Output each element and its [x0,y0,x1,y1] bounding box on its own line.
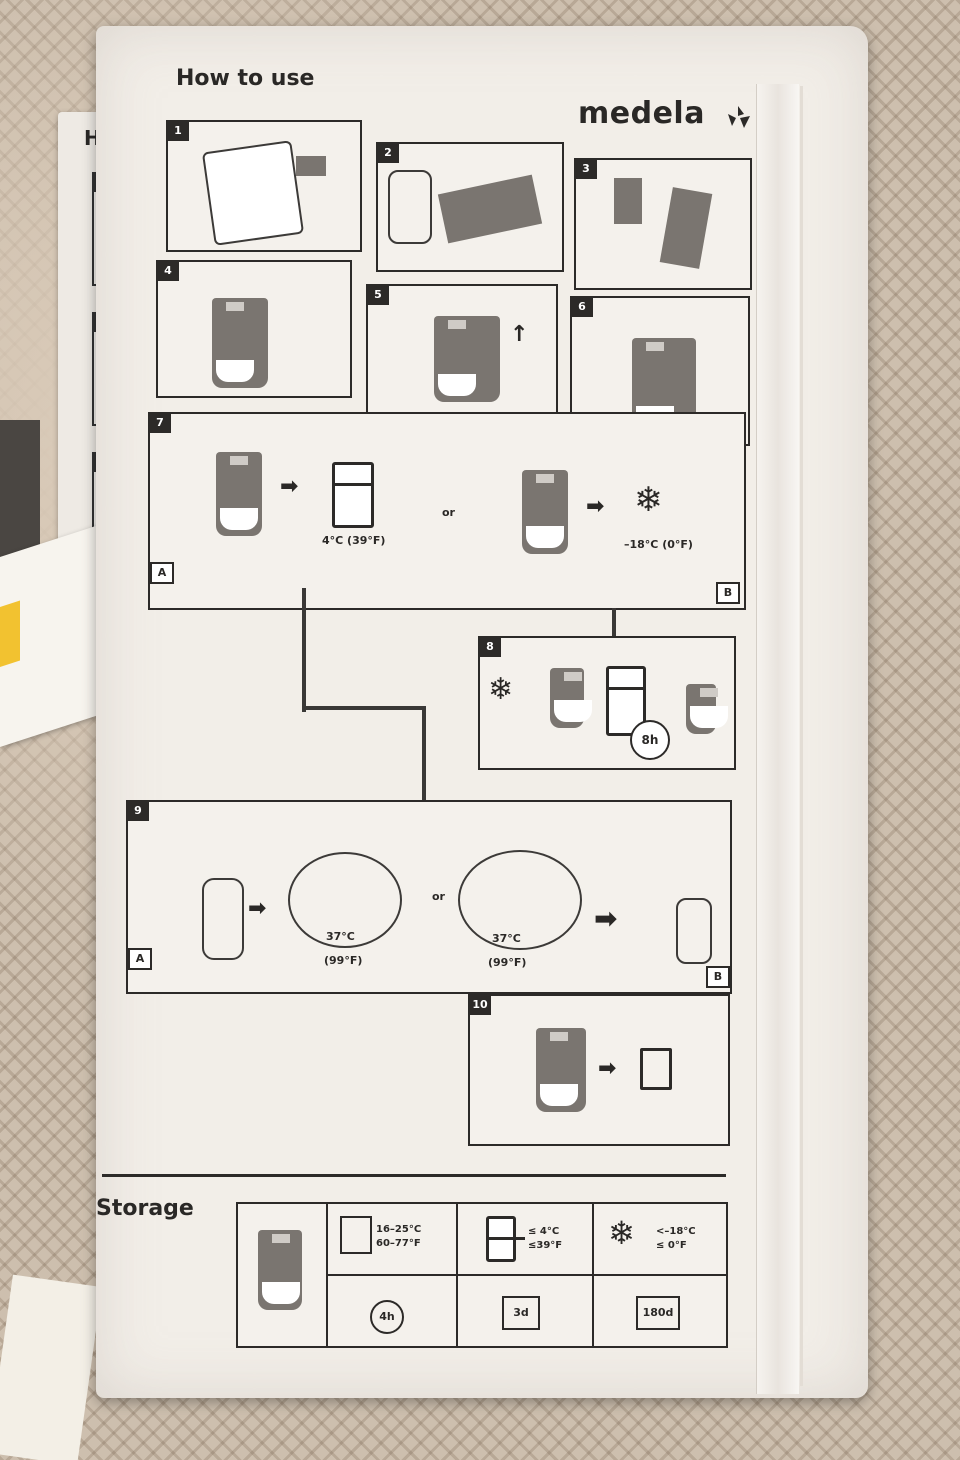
zip-seal [756,84,799,1394]
up-arrow-icon: ↑ [510,322,529,347]
step-number: 6 [571,297,593,317]
bottle-icon [202,878,244,960]
step-3-panel: 3 [574,158,752,290]
option-a-badge: A [150,562,174,584]
step-8-panel: 8 ❄ 8h [478,636,736,770]
brand-logo-text: medela [578,96,705,131]
bag-icon [536,1028,586,1112]
step-number: 4 [157,261,179,281]
or-label: or [442,506,455,519]
bag-icon [522,470,568,554]
fridge-temp-c: ≤ 4°C [528,1226,560,1237]
step-number: 10 [469,995,491,1015]
arrow-icon: ➡ [598,1056,617,1081]
freezer-temperature: –18°C (0°F) [624,538,693,551]
room-temp-c: 16–25°C [376,1224,422,1235]
option-a-badge: A [128,948,152,970]
freezer-temp-c: <–18°C [656,1226,696,1237]
arrow-icon: ➡ [586,494,605,519]
warm-temperature-c: 37°C [326,930,355,943]
step-2-panel: 2 [376,142,564,272]
open-bag-icon [659,187,713,269]
bag-icon [614,178,642,224]
step-1-panel: 1 [166,120,362,252]
snowflake-icon: ❄ [634,480,663,520]
arrow-icon: ➡ [248,896,267,921]
room-duration-clock: 4h [370,1300,404,1334]
bag-icon [216,452,262,536]
or-label: or [432,890,445,903]
bottle-icon [388,170,432,244]
product-box [0,522,105,748]
warm-temperature-f: (99°F) [488,956,527,969]
storage-heading: Storage [96,1196,194,1221]
storage-bag-pouch: How to use medela 1 2 3 4 5 ↑ [96,26,868,1398]
how-to-use-heading: How to use [176,66,315,91]
thaw-time-clock: 8h [630,720,670,760]
step-number: 7 [149,413,171,433]
step-4-panel: 4 [156,260,352,398]
snowflake-icon: ❄ [608,1214,635,1252]
bag-icon [258,1230,302,1310]
fridge-temperature: 4°C (39°F) [322,534,386,547]
frozen-bag-icon [550,668,592,728]
bag-label-icon [437,174,543,244]
thawed-bag-icon [686,684,728,734]
step-7-panel: 7 ➡ 4°C (39°F) or ➡ ❄ –18°C (0°F) A B [148,412,746,610]
step-number: 3 [575,159,597,179]
brand-leaf-icon [728,106,750,128]
filling-bag-icon [212,298,268,388]
warm-temperature-f: (99°F) [324,954,363,967]
warm-water-pot-icon [288,852,402,948]
fridge-icon [486,1216,525,1262]
warm-temperature-c: 37°C [492,932,521,945]
step-number: 9 [127,801,149,821]
house-thermometer-icon [340,1216,372,1254]
arrow-icon: ➡ [280,474,299,499]
sealing-bag-icon [434,316,500,402]
bottle-icon [676,898,712,964]
step-9-panel: 9 ➡ 37°C (99°F) or 37°C (99°F) ➡ A B [126,800,732,994]
step-number: 1 [167,121,189,141]
step-5-panel: 5 ↑ [366,284,558,414]
option-b-badge: B [716,582,740,604]
leaflet-corner [0,1274,103,1460]
freezer-duration-calendar: 180d [636,1296,680,1330]
freezer-temp-f: ≤ 0°F [656,1240,687,1251]
snowflake-icon: ❄ [488,672,514,707]
step-number: 2 [377,143,399,163]
bag-tear-sketch [201,140,305,246]
warm-water-pot-icon [458,850,582,950]
fridge-duration-calendar: 3d [502,1296,540,1330]
room-temp-f: 60–77°F [376,1238,421,1249]
fridge-temp-f: ≤39°F [528,1240,563,1251]
option-b-badge: B [706,966,730,988]
step-10-panel: 10 ➡ [468,994,730,1146]
fridge-icon [332,462,374,528]
step-number: 8 [479,637,501,657]
arrow-icon: ➡ [594,902,618,935]
storage-table: 16–25°C 60–77°F 4h ≤ 4°C ≤39°F 3d ❄ <–18… [236,1202,728,1348]
step-number: 5 [367,285,389,305]
trash-can-icon [640,1048,672,1090]
